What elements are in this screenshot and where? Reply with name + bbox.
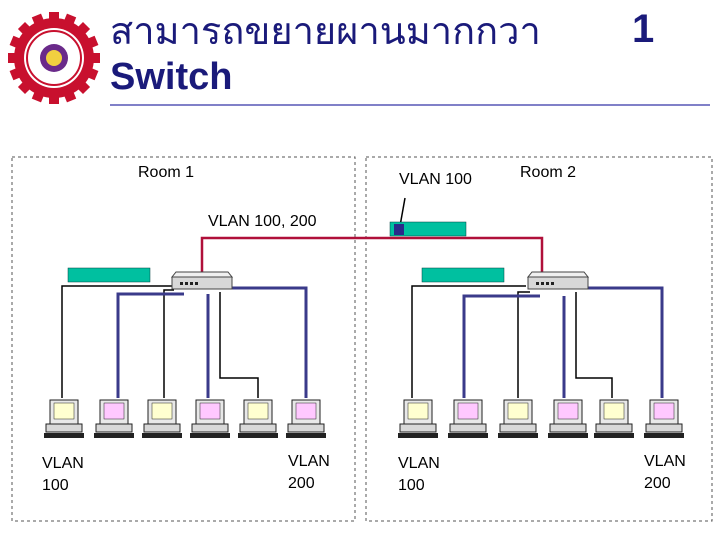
- university-logo-icon: [8, 12, 100, 104]
- room2-left-vlan-label: VLAN 100: [398, 453, 440, 497]
- pc-icon: [397, 399, 439, 439]
- pc-icon: [643, 399, 685, 439]
- pc-icon: [189, 399, 231, 439]
- hub-port: [394, 224, 404, 235]
- room1-right-vlan-label: VLAN 200: [288, 451, 330, 495]
- hub-icon: [67, 267, 151, 283]
- room1-left-vlan-label: VLAN 100: [42, 453, 84, 497]
- switch-icon: [526, 271, 590, 290]
- vlan-label-line: VLAN: [644, 453, 686, 470]
- switch-icon: [170, 271, 234, 290]
- vlan-label-line: 200: [288, 475, 315, 492]
- vlan-label-line: 100: [42, 477, 69, 494]
- hub-icon: [389, 221, 467, 237]
- page-title-number: 1: [632, 7, 655, 51]
- room1-label: Room 1: [138, 164, 195, 181]
- title-underline: [110, 104, 710, 106]
- room2-box: [365, 156, 713, 522]
- pc-icon: [497, 399, 539, 439]
- pc-icon: [141, 399, 183, 439]
- pc-icon: [593, 399, 635, 439]
- hub-icon: [421, 267, 505, 283]
- pc-icon: [447, 399, 489, 439]
- pc-icon: [547, 399, 589, 439]
- link-vlans-label: VLAN 100, 200: [208, 213, 317, 230]
- pc-icon: [43, 399, 85, 439]
- vlan-label-line: 200: [644, 475, 671, 492]
- pc-icon: [285, 399, 327, 439]
- room2-label: Room 2: [520, 164, 577, 181]
- trunk-vlan-label: VLAN 100: [399, 171, 472, 188]
- trunk-link: [200, 236, 544, 277]
- pc-icon: [237, 399, 279, 439]
- room1-box: [11, 156, 356, 522]
- pc-icon: [93, 399, 135, 439]
- page-title-line1: สามารถขยายผานมากกวา: [110, 9, 541, 53]
- vlan-label-line: VLAN: [288, 453, 330, 470]
- vlan-label-line: 100: [398, 477, 425, 494]
- vlan-label-line: VLAN: [42, 455, 84, 472]
- page-title-line2: Switch: [110, 56, 233, 98]
- trunk-tag-pointer: [399, 197, 406, 227]
- room2-right-vlan-label: VLAN 200: [644, 451, 686, 495]
- vlan-label-line: VLAN: [398, 455, 440, 472]
